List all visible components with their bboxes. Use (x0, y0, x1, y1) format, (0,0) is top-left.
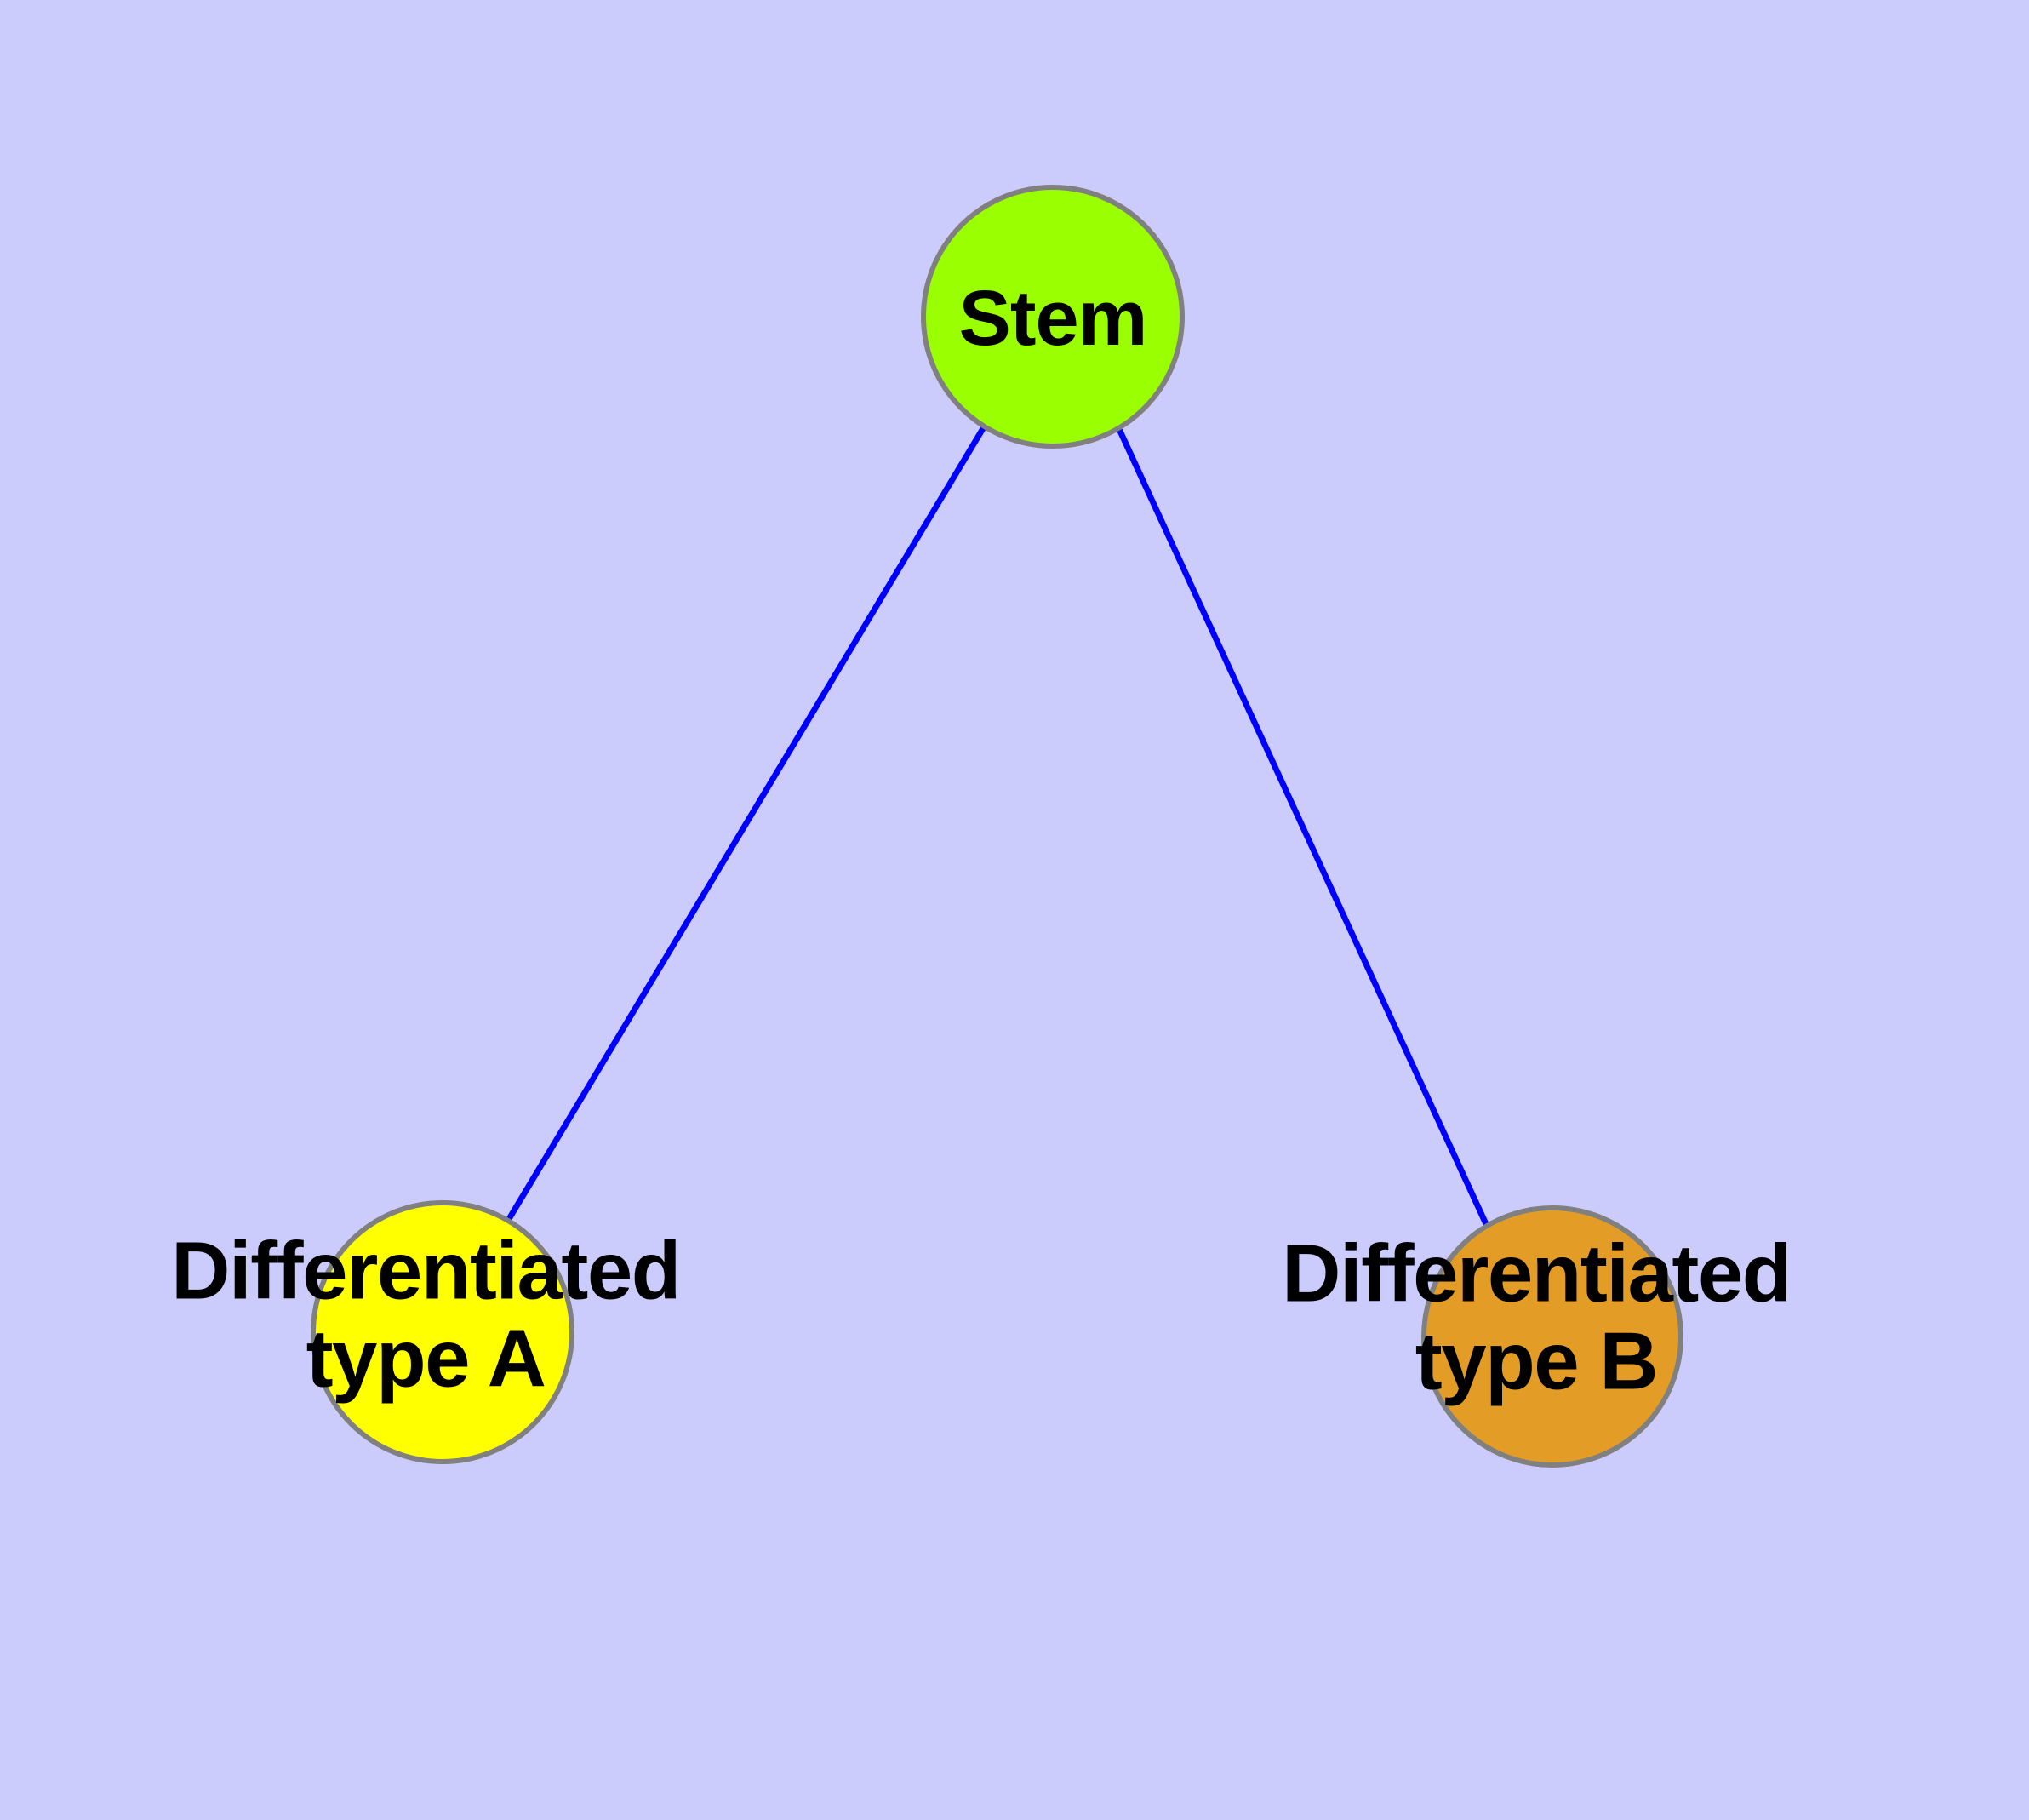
edge-layer (506, 424, 1490, 1228)
node-circle-stem[interactable] (921, 185, 1185, 449)
node-circle-diff-a[interactable] (311, 1200, 574, 1464)
node-circle-diff-b[interactable] (1421, 1205, 1683, 1468)
edge-stem-to-diff-b (1115, 426, 1490, 1228)
node-layer (311, 185, 1683, 1468)
edge-stem-to-diff-a (506, 424, 988, 1221)
